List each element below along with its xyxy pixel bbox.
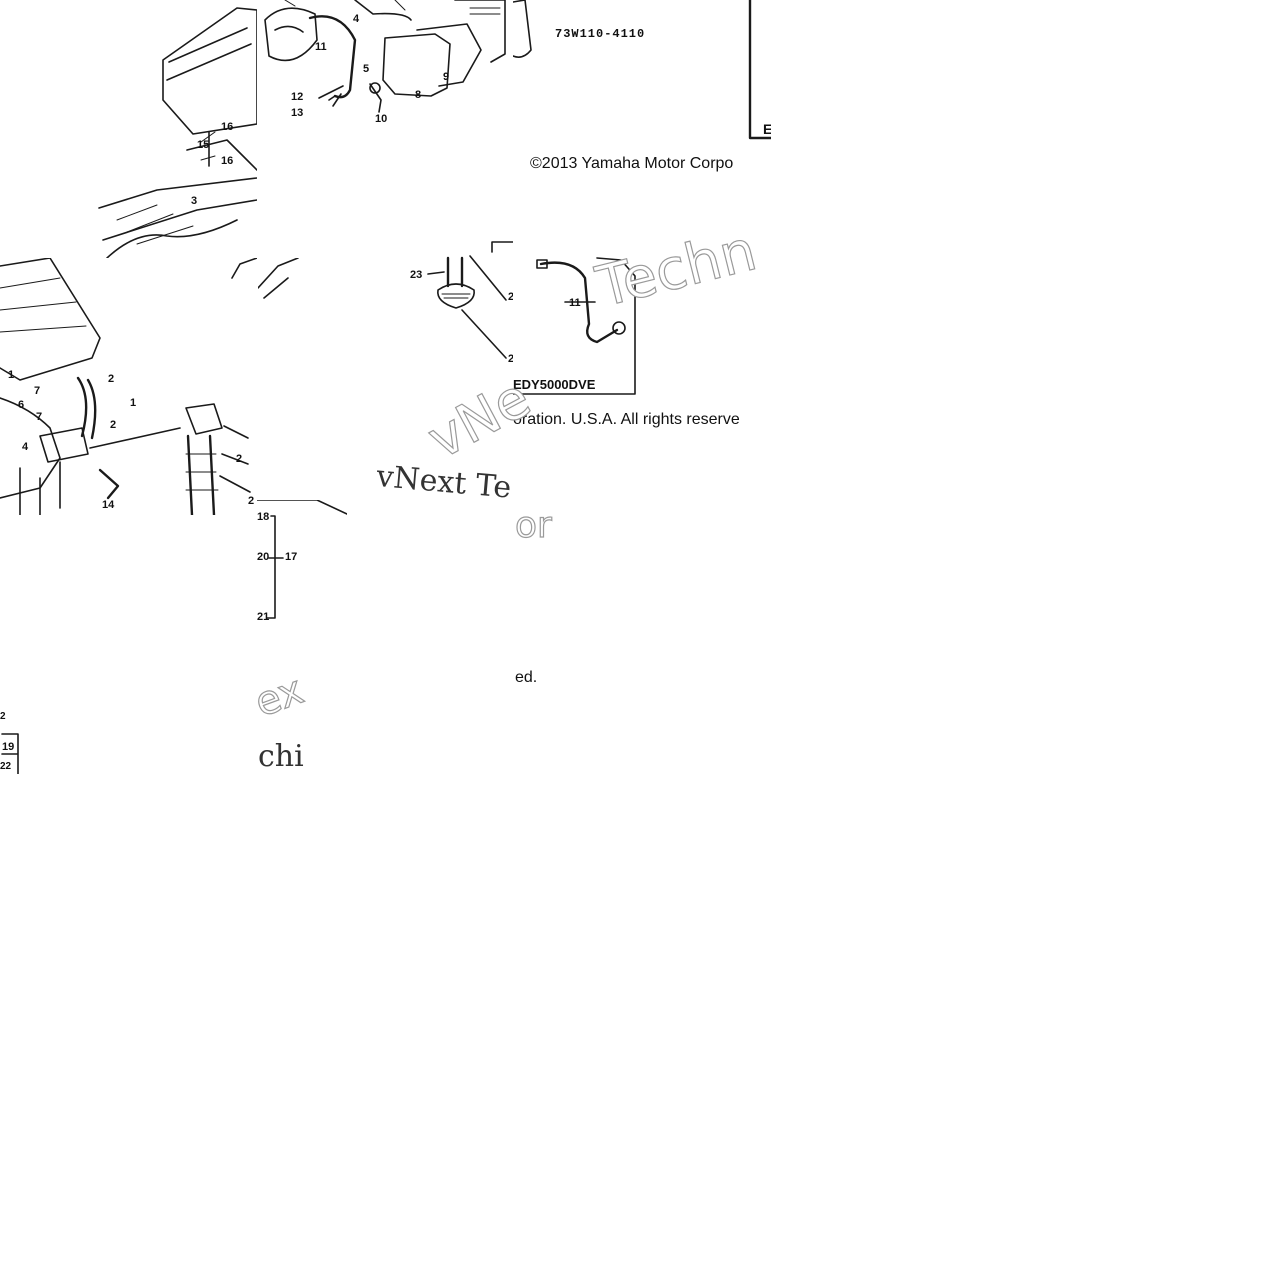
callout-15: 15 [197, 139, 210, 151]
callout-2-strainer-lower: 2 [508, 353, 513, 365]
callout-6: 6 [18, 399, 25, 411]
callout-2-top: 2 [108, 373, 115, 385]
diagram-tile-left-bracket: 19 22 2 [0, 708, 22, 774]
model-code: EDY5000DVE [513, 377, 596, 392]
callout-2-strainer-upper: 2 [508, 291, 513, 303]
callout-2-right: 2 [236, 453, 243, 465]
callout-20: 20 [257, 551, 270, 563]
callout-10: 10 [375, 113, 388, 125]
callout-18: 18 [257, 511, 270, 523]
title-frame [513, 0, 771, 140]
callout-14: 14 [102, 499, 115, 511]
callout-13: 13 [291, 107, 304, 119]
fitting-fragment [258, 258, 299, 299]
callout-2-mid: 2 [110, 419, 117, 431]
callout-7-upper: 7 [34, 385, 41, 397]
diagram-tile-fuel-pump: 11 4 5 9 8 12 13 10 [255, 0, 513, 258]
callout-19: 19 [2, 741, 15, 753]
callout-11-inset: 11 [569, 297, 581, 309]
copyright-line-1: ©2013 Yamaha Motor Corpo [530, 155, 734, 172]
callout-12: 12 [291, 91, 304, 103]
callout-9: 9 [443, 71, 450, 83]
callout-16-upper: 16 [221, 121, 234, 133]
callout-5: 5 [363, 63, 370, 75]
callout-2-bracket: 2 [0, 711, 6, 722]
part-number: 73W110-4110 [555, 27, 646, 41]
watermark-vnext-te: vNext Te [375, 459, 513, 506]
callout-8: 8 [415, 89, 422, 101]
callout-22: 22 [0, 761, 12, 772]
callout-16-lower: 16 [221, 155, 234, 167]
diagram-tile-engine: 16 15 16 3 [97, 0, 257, 258]
fuel-pump-drawing [264, 0, 506, 113]
callout-23: 23 [410, 269, 423, 281]
copyright-line-3: ed. [515, 669, 538, 686]
fuel-line-drawing [513, 257, 636, 395]
callout-7-lower: 7 [36, 411, 43, 423]
diagram-tile-fuel-line-inset: 11 EDY5000DVE oration. U.S.A. All rights… [513, 238, 771, 438]
diagram-tile-strainer: 23 2 2 [400, 238, 513, 388]
engine-drawing [98, 7, 257, 258]
fuel-tank-drawing [0, 258, 257, 515]
callout-21: 21 [257, 611, 270, 623]
diagram-tile-fuel-tank: 1 7 6 7 2 1 2 4 14 2 2 [0, 258, 257, 515]
callout-1-right: 1 [130, 397, 137, 409]
callout-2-right-lower: 2 [248, 495, 255, 507]
strainer-drawing [427, 241, 513, 359]
callout-1-left: 1 [8, 369, 15, 381]
callout-4-left: 4 [22, 441, 29, 453]
callout-4: 4 [353, 13, 360, 25]
corner-letter: E [763, 121, 771, 137]
callout-17: 17 [285, 551, 298, 563]
diagram-tile-title: 73W110-4110 E ©2013 Yamaha Motor Corpo [513, 0, 771, 258]
bracket-drawing [257, 500, 347, 619]
copyright-line-2: oration. U.S.A. All rights reserve [513, 411, 740, 428]
callout-3: 3 [191, 195, 198, 207]
left-bracket-drawing [1, 733, 19, 774]
watermark-chi: chi [258, 739, 304, 774]
diagram-tile-bracket: 18 20 17 21 [257, 500, 347, 624]
callout-11: 11 [315, 41, 327, 53]
watermark-or: or [514, 505, 552, 546]
watermark-ex: ex [248, 666, 310, 727]
